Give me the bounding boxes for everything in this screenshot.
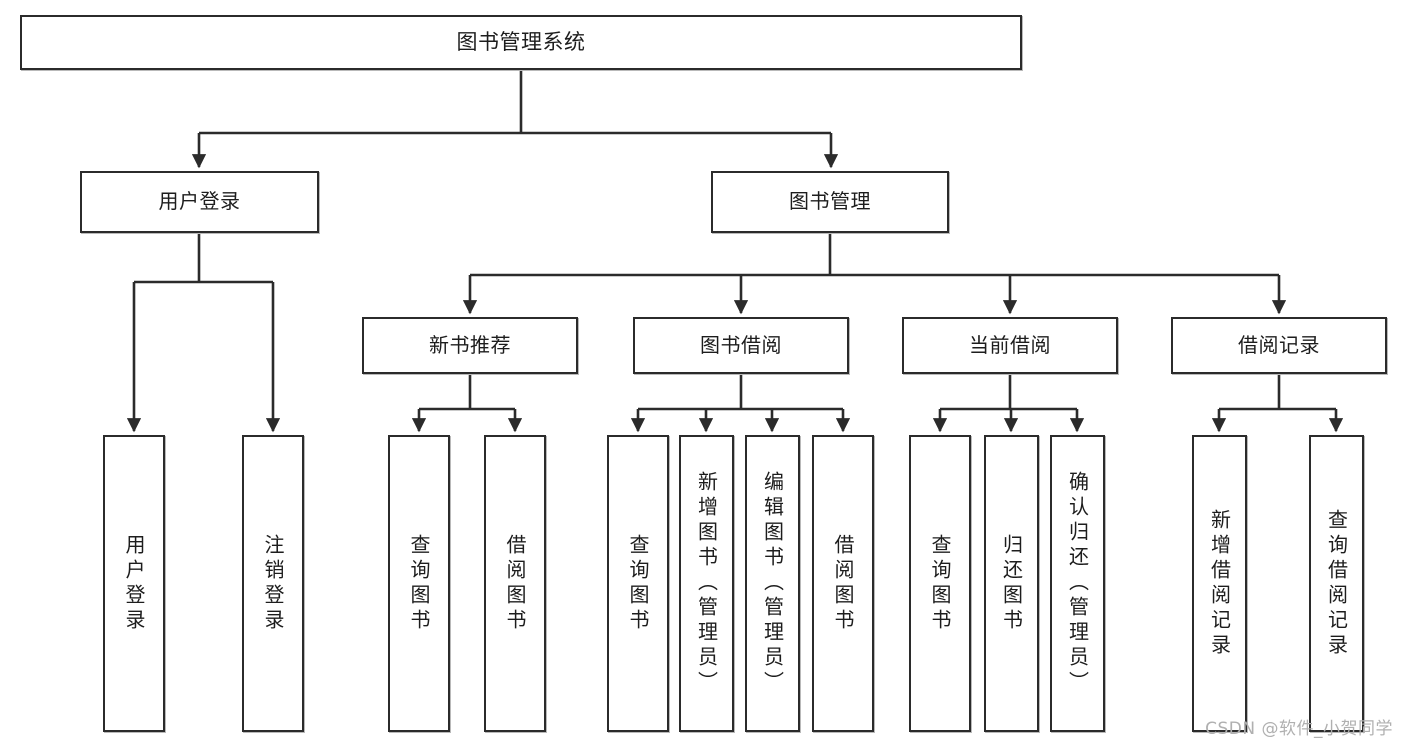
- node-borrow-record[interactable]: 借阅记录: [1171, 317, 1387, 374]
- node-book-manage[interactable]: 图书管理: [711, 171, 949, 233]
- node-leaf-query-record-label: 查询借阅记录: [1324, 508, 1349, 659]
- node-root-label: 图书管理系统: [456, 30, 586, 55]
- node-leaf-query-book-2[interactable]: 查询图书: [607, 435, 669, 732]
- node-leaf-query-record[interactable]: 查询借阅记录: [1309, 435, 1364, 732]
- node-book-borrow[interactable]: 图书借阅: [633, 317, 849, 374]
- node-new-book-recommend-label: 新书推荐: [429, 332, 511, 357]
- node-leaf-add-book-label: 新增图书（管理员）: [694, 471, 719, 696]
- node-leaf-query-book-1-label: 查询图书: [407, 533, 431, 634]
- watermark-text: CSDN @软件_小贺同学: [1205, 719, 1393, 739]
- node-user-login[interactable]: 用户登录: [80, 171, 319, 233]
- node-leaf-add-record[interactable]: 新增借阅记录: [1192, 435, 1247, 732]
- node-leaf-query-book-1[interactable]: 查询图书: [388, 435, 450, 732]
- node-leaf-confirm-return-label: 确认归还（管理员）: [1065, 471, 1090, 696]
- node-leaf-edit-book-label: 编辑图书（管理员）: [760, 471, 785, 696]
- node-leaf-borrow-book-2[interactable]: 借阅图书: [812, 435, 874, 732]
- node-leaf-user-login-label: 用户登录: [122, 533, 146, 634]
- node-leaf-edit-book[interactable]: 编辑图书（管理员）: [745, 435, 800, 732]
- node-leaf-return-book-label: 归还图书: [999, 533, 1024, 634]
- node-leaf-add-record-label: 新增借阅记录: [1207, 508, 1232, 659]
- node-leaf-add-book[interactable]: 新增图书（管理员）: [679, 435, 734, 732]
- node-leaf-borrow-book-1-label: 借阅图书: [503, 533, 527, 634]
- node-book-borrow-label: 图书借阅: [700, 332, 782, 357]
- node-current-borrow-label: 当前借阅: [969, 332, 1051, 357]
- node-current-borrow[interactable]: 当前借阅: [902, 317, 1118, 374]
- node-leaf-logout-label: 注销登录: [261, 533, 285, 634]
- node-root[interactable]: 图书管理系统: [20, 15, 1022, 70]
- node-leaf-return-book[interactable]: 归还图书: [984, 435, 1039, 732]
- node-leaf-borrow-book-1[interactable]: 借阅图书: [484, 435, 546, 732]
- node-user-login-label: 用户登录: [158, 189, 241, 214]
- node-leaf-user-login[interactable]: 用户登录: [103, 435, 165, 732]
- node-borrow-record-label: 借阅记录: [1238, 332, 1320, 357]
- node-leaf-query-book-3[interactable]: 查询图书: [909, 435, 971, 732]
- node-leaf-borrow-book-2-label: 借阅图书: [831, 533, 855, 634]
- node-leaf-query-book-2-label: 查询图书: [626, 533, 650, 634]
- node-leaf-query-book-3-label: 查询图书: [928, 533, 952, 634]
- node-leaf-logout[interactable]: 注销登录: [242, 435, 304, 732]
- node-leaf-confirm-return[interactable]: 确认归还（管理员）: [1050, 435, 1105, 732]
- node-new-book-recommend[interactable]: 新书推荐: [362, 317, 578, 374]
- node-book-manage-label: 图书管理: [789, 189, 871, 214]
